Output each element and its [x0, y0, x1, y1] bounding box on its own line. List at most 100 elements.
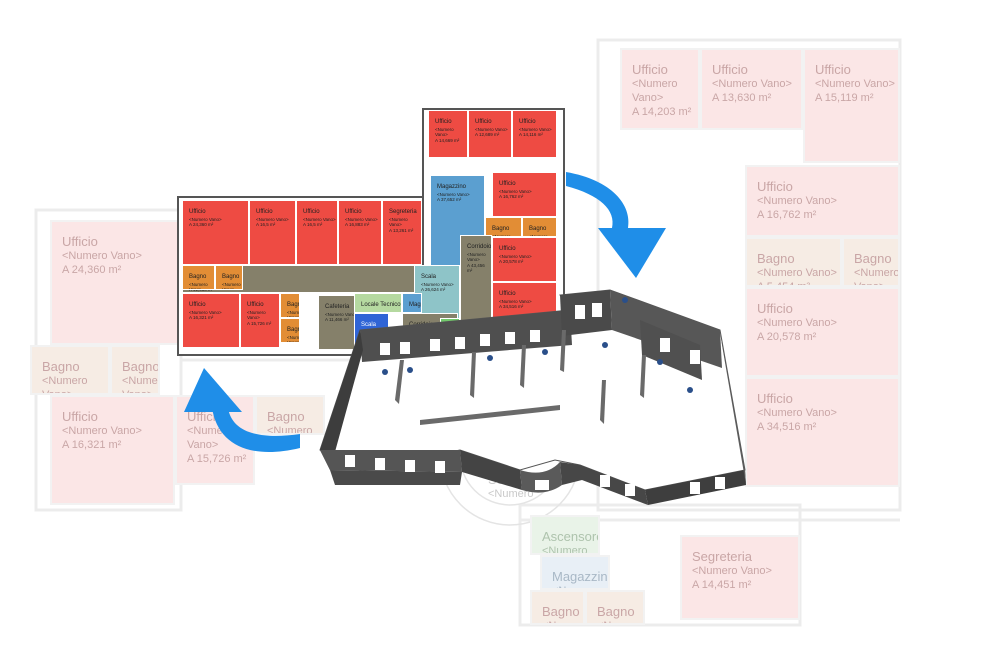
- bg-room-number: <Numero Vano>: [757, 267, 837, 280]
- curved-arrow-down-icon: [566, 172, 666, 278]
- fg-room-number: <Numero Vano>: [247, 309, 266, 321]
- fg-room-name: Segreteria: [389, 209, 417, 215]
- fg-room-name: Ufficio: [345, 209, 362, 215]
- fg-room: Ufficio<Numero Vano>A 14,116 m²: [512, 110, 557, 158]
- bg-room-name: Magazzino: [552, 569, 610, 584]
- fg-room-area: A 16,5 m²: [303, 222, 323, 228]
- fg-room-number: <Numero Vano>: [189, 309, 222, 315]
- fg-room-name: Scala: [421, 274, 437, 280]
- fg-room-area: A 14,116 m²: [519, 132, 543, 138]
- bg-room-number: <Numero Vano>: [692, 565, 772, 578]
- bg-room-name: Ufficio: [62, 234, 98, 249]
- bg-room-area: A 15,119 m²: [815, 92, 874, 104]
- fg-room: Magazzino: [402, 293, 422, 313]
- bg-room-area: A 24,360 m²: [62, 264, 122, 276]
- bg-room-number: <Numero Vano>: [488, 488, 534, 500]
- bg-room-name: Bagno: [597, 604, 635, 619]
- bg-room-area: A 14,203 m²: [632, 105, 692, 118]
- model-front-wall: [330, 470, 462, 485]
- fg-room-name: Bagno: [529, 226, 547, 232]
- fg-room-name: Ufficio: [519, 119, 536, 125]
- fg-room-number: <Numero Vano>: [435, 126, 454, 138]
- bg-room-area: A 16,762 m²: [757, 209, 817, 221]
- fg-room-number: <Numero Vano>: [345, 216, 378, 222]
- fg-room-name: Ufficio: [303, 209, 320, 215]
- bg-room-number: <Numero Vano>: [597, 620, 643, 623]
- fg-room: Ufficio<Numero Vano>A 16,5 m²: [296, 200, 338, 265]
- fg-room-number: <Numero Vano>: [492, 233, 511, 237]
- fg-room-name: Ufficio: [189, 209, 206, 215]
- bg-room-number: <Numero Vano>: [122, 375, 158, 395]
- fg-room-number: <Numero Vano>: [421, 281, 454, 287]
- fg-room-name: Bagno: [287, 327, 299, 333]
- bg-room-number: <Numero Vano>: [267, 425, 313, 435]
- fg-room-number: <Numero Vano>: [389, 216, 408, 228]
- fg-room-area: A 16,883 m²: [345, 222, 370, 228]
- fg-room-name: Ufficio: [499, 291, 516, 297]
- fg-room-name: Bagno: [222, 274, 240, 280]
- fg-room-area: A 34,516 m²: [499, 304, 524, 310]
- model-curved-wall: [520, 462, 562, 493]
- fg-room: Ufficio<Numero Vano>A 24,360 m²: [182, 200, 249, 265]
- fg-room-area: A 16,762 m²: [499, 194, 524, 200]
- bg-room-name: Ascensore: [542, 529, 600, 544]
- bg-room: Ufficio<Numero Vano>A 16,321 m²: [50, 395, 175, 505]
- fg-room: Segreteria<Numero Vano>A 13,261 m²: [382, 200, 422, 265]
- bg-room-name: Bagno: [542, 604, 580, 619]
- bg-room-number: <Numero Vano>: [757, 317, 837, 330]
- bg-room-name: Bagno: [42, 359, 80, 374]
- fg-room: Bagno<Numero Vano>A 1,800 m²: [280, 293, 300, 318]
- bg-room-area: A 34,516 m²: [757, 421, 817, 433]
- bg-room: Ufficio<Numero Vano>A 14,203 m²: [620, 48, 700, 130]
- model-windows: [380, 303, 700, 364]
- fg-room-name: Cafeteria: [325, 304, 350, 310]
- bg-room-name: Segreteria: [692, 549, 752, 564]
- bg-room-number: <Numero Vano>: [62, 250, 142, 263]
- bg-room: Bagno<Numero Vano>2,200 m²: [30, 345, 110, 395]
- fg-room-area: A 24,360 m²: [189, 222, 214, 228]
- fg-room-area: A 13,261 m²: [389, 227, 414, 233]
- bg-room-number: <Numero Vano>: [542, 545, 588, 555]
- bg-room-area: A 15,726 m²: [187, 452, 247, 465]
- fg-room-number: <Numero Vano>: [529, 233, 548, 237]
- fg-room-number: <Numero Vano>: [467, 251, 486, 263]
- model-right-wall: [720, 330, 746, 485]
- fg-room-number: <Numero Vano>: [499, 298, 532, 304]
- fg-room-number: <Numero Vano>: [189, 216, 222, 222]
- bg-room-number: <Numero Vano>: [552, 585, 608, 588]
- bg-room: Bagno<Numero Vano>A 2,152 m²: [585, 590, 645, 625]
- bg-room-area: A 5,454 m²: [757, 281, 811, 287]
- bg-room-number: <Numero Vano>: [542, 620, 583, 623]
- fg-room: Bagno<Numero Vano>A 5,454 m²: [485, 217, 522, 237]
- bg-room-number: <Numero Vano>: [757, 195, 837, 208]
- bg-room-number: <Numero Vano>: [712, 78, 792, 91]
- bg-room: Ufficio<Numero Vano>A 13,630 m²: [700, 48, 803, 130]
- fg-room-area: A 16,321 m²: [189, 315, 214, 321]
- bg-room-name: Ufficio: [62, 409, 98, 424]
- fg-room-area: A 20,578 m²: [499, 259, 524, 265]
- fg-room-number: <Numero Vano>: [189, 281, 208, 290]
- bg-room: Ufficio<Numero Vano>A 24,360 m²: [50, 220, 181, 345]
- bg-room: Ufficio<Numero Vano>A 34,516 m²: [745, 377, 900, 487]
- fg-room-number: <Numero Vano>: [437, 191, 470, 197]
- bg-room-name: Ufficio: [757, 301, 793, 316]
- fg-room-number: <Numero Vano>: [499, 253, 532, 259]
- bg-room-name: Bagno: [122, 359, 160, 374]
- fg-room-number: <Numero Vano>: [287, 309, 300, 318]
- bg-room-number: <Numero Vano>: [815, 78, 895, 91]
- bg-room-area: A 16,321 m²: [62, 439, 122, 451]
- fg-room-name: Ufficio: [435, 119, 452, 125]
- bg-room-name: Ufficio: [632, 62, 668, 77]
- bg-room-name: Bagno: [854, 251, 892, 266]
- fg-room: Ufficio<Numero Vano>A 15,726 m²: [240, 293, 280, 348]
- fg-room-number: <Numero Vano>: [303, 216, 336, 222]
- fg-room-name: Magazzino: [437, 184, 467, 190]
- fg-room: Ufficio<Numero Vano>A 16,5 m²: [249, 200, 296, 265]
- model-left-wall: [320, 330, 363, 470]
- fg-room: Bagno<Numero Vano>A 3,471 m²: [215, 265, 243, 290]
- fg-room: Bagno<Numero Vano>A 3,200 m²: [182, 265, 215, 290]
- fg-room-name: Ufficio: [256, 209, 273, 215]
- fg-room-number: <Numero Vano>: [256, 216, 289, 222]
